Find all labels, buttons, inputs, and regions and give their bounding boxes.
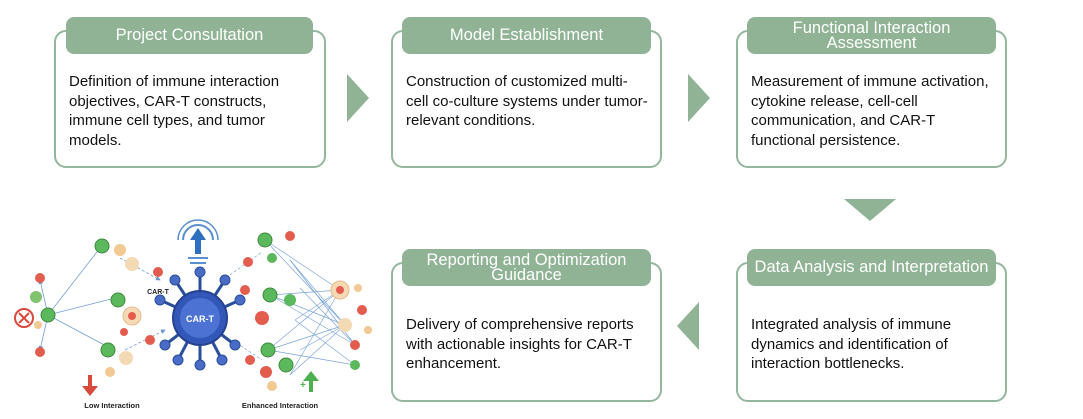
car-t-interaction-illustration: CAR-T CAR-T Low Interaction [14,219,372,410]
step-description: Delivery of comprehensive reports with a… [406,316,634,372]
low-interaction-label: Low Interaction [84,401,140,410]
step-title: Data Analysis and Interpretation [747,249,996,286]
step-description: Construction of customized multi-cell co… [406,73,648,129]
enhanced-interaction-arrow-icon: + [300,371,319,392]
arrow-right-icon [347,74,369,122]
low-interaction-cells [14,238,163,377]
low-interaction-links [38,247,166,351]
step-title: Functional Interaction Assessment [747,17,996,54]
step-title: Model Establishment [402,17,651,54]
car-t-side-label: CAR-T [147,289,169,296]
arrow-right-icon [688,74,710,122]
step-description: Measurement of immune activation, cytoki… [751,73,989,149]
enhanced-interaction-label: Enhanced Interaction [242,401,319,410]
arrow-down-icon [844,199,896,221]
enhanced-interaction-links [229,239,356,376]
arrow-left-icon [677,302,699,350]
step-title: Reporting and Optimization Guidance [402,249,651,286]
car-t-cell [154,266,246,371]
enhanced-interaction-cells [240,231,372,391]
low-interaction-arrow-icon [82,375,98,396]
svg-text:+: + [300,380,306,391]
step-description: Definition of immune interaction objecti… [69,73,280,149]
step-description: Integrated analysis of immune dynamics a… [751,316,952,372]
car-t-center-label: CAR-T [186,314,214,324]
signal-up-icon [177,219,219,264]
step-title: Project Consultation [66,17,313,54]
